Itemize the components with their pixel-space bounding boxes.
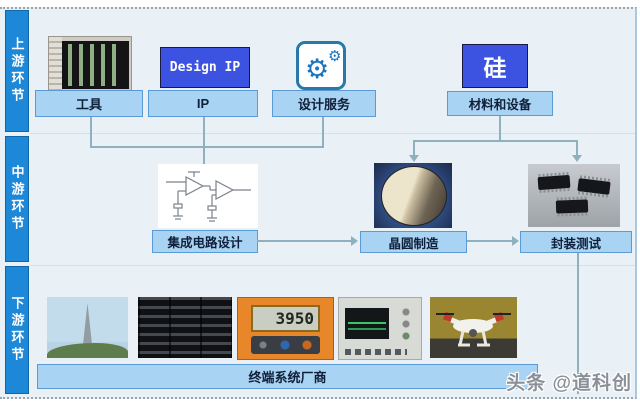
connector-materials-split: [413, 140, 578, 142]
label-tools: 工具: [35, 90, 143, 117]
oscilloscope-image: [338, 297, 422, 360]
tower-mast: [82, 303, 93, 349]
arrowhead-design-to-wafer: [351, 236, 358, 246]
connector-tools-down: [90, 117, 92, 148]
wafer-image: [374, 163, 452, 228]
label-ic-design: 集成电路设计: [152, 230, 258, 253]
ic-chip: [537, 174, 571, 191]
eda-tool-image: [48, 36, 132, 92]
multimeter-display: 3950: [251, 305, 320, 332]
gear-large-icon: ⚙: [305, 54, 330, 84]
terminal-systems-bar: 终端系统厂商: [37, 364, 538, 389]
drone-image: [430, 297, 517, 358]
section-divider-top: [30, 133, 635, 134]
multimeter-keypad: [251, 336, 320, 354]
drone-drawing: [436, 311, 511, 347]
telecom-tower-image: [47, 297, 128, 358]
connector-service-down: [322, 117, 324, 148]
tree-line: [47, 343, 128, 358]
arrowhead-to-wafer: [409, 155, 419, 162]
connector-materials-down: [499, 116, 501, 142]
watermark-text: 头条 @道科创: [506, 373, 632, 394]
eda-layout-canvas: [62, 41, 129, 89]
design-service-icon-box: ⚙ ⚙: [296, 41, 346, 90]
sidebar-tab-midstream: 中游环节: [5, 136, 29, 262]
opamp-schematic-drawing: [166, 171, 251, 222]
eda-window-toolbar: [49, 37, 62, 91]
multimeter-image: 3950: [237, 297, 334, 360]
connector-ip-down: [203, 117, 205, 165]
design-ip-box: Design IP: [160, 47, 250, 88]
connector-package-downstream: [577, 253, 579, 394]
label-ip: IP: [148, 90, 258, 117]
connector-join-horizontal: [90, 146, 324, 148]
sidebar-tab-downstream: 下游环节: [5, 266, 29, 394]
chips-image: [528, 164, 620, 227]
oscilloscope-trace: [348, 322, 386, 324]
connector-to-package: [576, 140, 578, 155]
arrowhead-to-package: [572, 155, 582, 162]
ic-chip: [577, 178, 611, 195]
connector-to-wafer: [413, 140, 415, 155]
ic-chip: [555, 199, 589, 214]
oscilloscope-buttons: [345, 349, 407, 355]
label-package-test: 封装测试: [520, 231, 632, 253]
eda-layout-stripes: [68, 44, 123, 86]
circuit-schematic-image: [158, 164, 258, 228]
sidebar-tab-upstream: 上游环节: [5, 10, 29, 132]
label-design-service: 设计服务: [272, 90, 376, 117]
gear-small-icon: ⚙: [328, 48, 342, 65]
oscilloscope-screen: [345, 308, 389, 339]
label-materials: 材料和设备: [447, 91, 553, 116]
server-racks-image: [138, 297, 232, 358]
silicon-box: 硅: [462, 44, 528, 88]
silicon-wafer-disc: [381, 166, 447, 226]
label-wafer-fab: 晶圆制造: [360, 231, 467, 253]
arrow-wafer-to-package: [467, 240, 512, 242]
oscilloscope-knobs: [395, 306, 417, 346]
arrow-design-to-wafer: [257, 240, 351, 242]
arrowhead-wafer-to-package: [512, 236, 519, 246]
section-divider-bottom: [30, 265, 635, 266]
